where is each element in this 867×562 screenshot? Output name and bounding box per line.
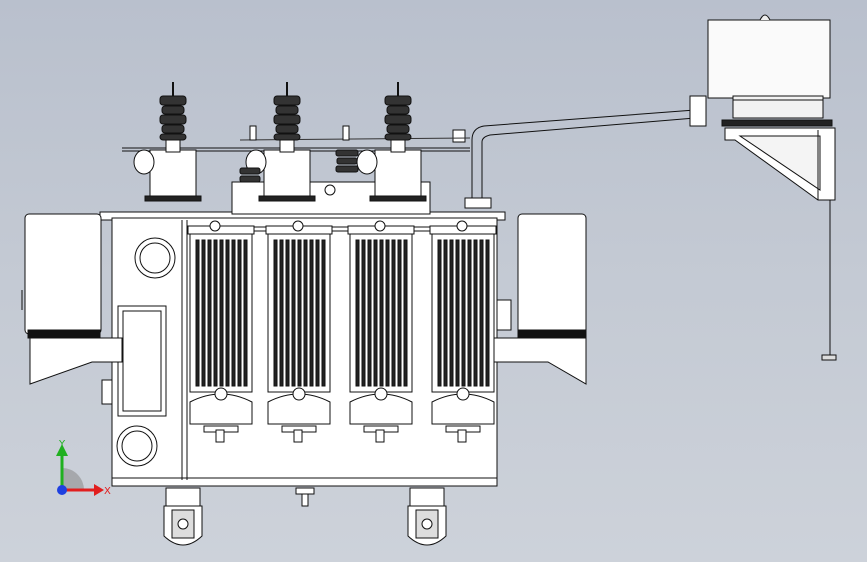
triad-plane: [62, 468, 84, 490]
radiator-4: [429, 220, 497, 443]
wheel-left: [163, 487, 203, 546]
oil-pipe: [452, 95, 707, 209]
conservator-bracket: [724, 127, 837, 361]
hv-bushing-3: [356, 82, 427, 202]
right-side-cooler: [491, 213, 587, 385]
base-channel: [295, 487, 315, 507]
orientation-triad[interactable]: Y X: [40, 438, 120, 512]
hv-bushing-1: [133, 82, 202, 202]
x-axis-label: X: [104, 486, 111, 497]
radiator-2: [265, 220, 333, 443]
left-side-cooler: [21, 213, 123, 405]
manhole-upper: [134, 237, 176, 279]
wheel-right: [407, 487, 447, 546]
y-axis-head: [56, 444, 68, 456]
z-axis-dot: [57, 485, 67, 495]
radiator-3: [347, 220, 415, 443]
manhole-lower: [116, 425, 158, 467]
lv-bushings: [239, 125, 359, 196]
conservator-tank[interactable]: [707, 14, 833, 127]
y-axis-label: Y: [58, 439, 66, 450]
hv-bushing-2: [245, 82, 316, 202]
radiator-1: [187, 220, 255, 443]
inspection-cover: [117, 305, 167, 417]
x-axis-head: [94, 484, 104, 496]
